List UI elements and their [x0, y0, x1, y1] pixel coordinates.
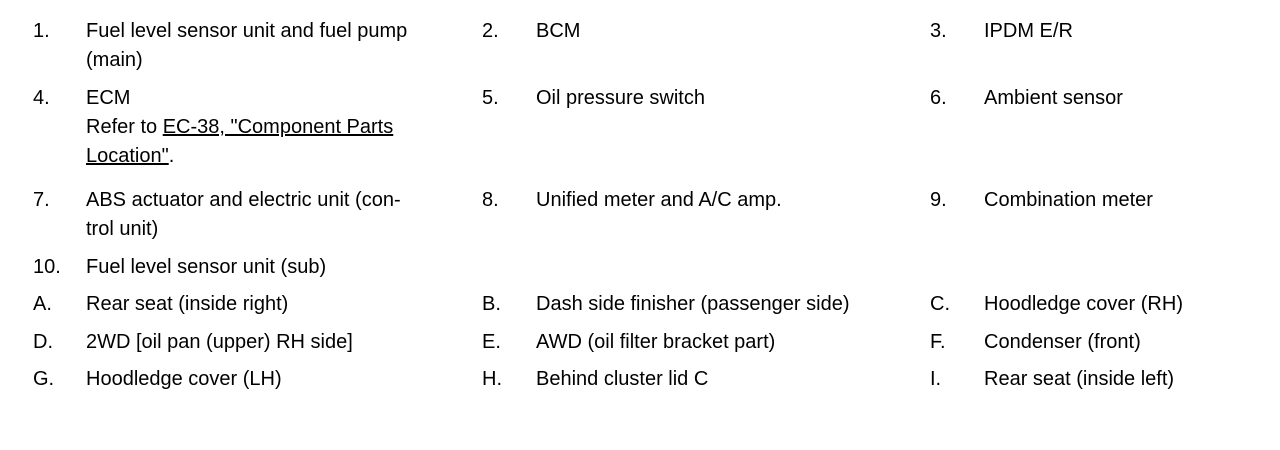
item-description: Oil pressure switch — [536, 87, 705, 109]
reference-line: Location". — [86, 142, 466, 171]
item-number: 8. — [482, 189, 499, 211]
description-line: ECM — [86, 87, 131, 109]
item-number: 6. — [930, 87, 947, 109]
item-description: IPDM E/R — [984, 20, 1073, 42]
item-description: ABS actuator and electric unit (con- tro… — [86, 186, 466, 244]
item-description: Ambient sensor — [984, 87, 1123, 109]
item-description: Rear seat (inside right) — [86, 293, 289, 315]
item-letter: D. — [33, 331, 53, 353]
item-number: 1. — [33, 20, 50, 42]
item-letter: B. — [482, 293, 501, 315]
reference-prefix: Refer to — [86, 116, 163, 138]
description-line: trol unit) — [86, 218, 159, 240]
reference-suffix: . — [168, 145, 175, 167]
item-description: 2WD [oil pan (upper) RH side] — [86, 331, 353, 353]
description-line: ABS actuator and electric unit (con- — [86, 189, 401, 211]
item-description: ECM Refer to EC-38, "Component Parts Loc… — [86, 84, 466, 171]
item-description: Rear seat (inside left) — [984, 368, 1175, 390]
item-letter: E. — [482, 331, 501, 353]
reference-link[interactable]: EC-38, "Component Parts — [162, 116, 394, 138]
item-description: Hoodledge cover (RH) — [984, 293, 1183, 315]
item-description: Dash side finisher (passenger side) — [536, 293, 850, 315]
item-number: 10. — [33, 256, 61, 278]
item-letter: H. — [482, 368, 502, 390]
item-description: Fuel level sensor unit and fuel pump (ma… — [86, 17, 466, 75]
item-description: Unified meter and A/C amp. — [536, 189, 782, 211]
item-letter: G. — [33, 368, 55, 390]
item-description: Behind cluster lid C — [536, 368, 709, 390]
item-number: 7. — [33, 189, 50, 211]
reference-link[interactable]: Location" — [86, 145, 169, 167]
item-letter: A. — [33, 293, 52, 315]
item-description: BCM — [536, 20, 581, 42]
item-letter: F. — [930, 331, 946, 353]
item-description: Combination meter — [984, 189, 1153, 211]
item-letter: C. — [930, 293, 950, 315]
item-description: Condenser (front) — [984, 331, 1141, 353]
item-number: 5. — [482, 87, 499, 109]
item-description: Fuel level sensor unit (sub) — [86, 256, 327, 278]
item-description: Hoodledge cover (LH) — [86, 368, 282, 390]
description-line: (main) — [86, 49, 143, 71]
item-number: 9. — [930, 189, 947, 211]
reference-line: Refer to EC-38, "Component Parts — [86, 113, 466, 142]
item-number: 3. — [930, 20, 947, 42]
description-line: Fuel level sensor unit and fuel pump — [86, 20, 408, 42]
item-description: AWD (oil filter bracket part) — [536, 331, 776, 353]
item-number: 2. — [482, 20, 499, 42]
item-letter: I. — [930, 368, 942, 390]
item-number: 4. — [33, 87, 50, 109]
